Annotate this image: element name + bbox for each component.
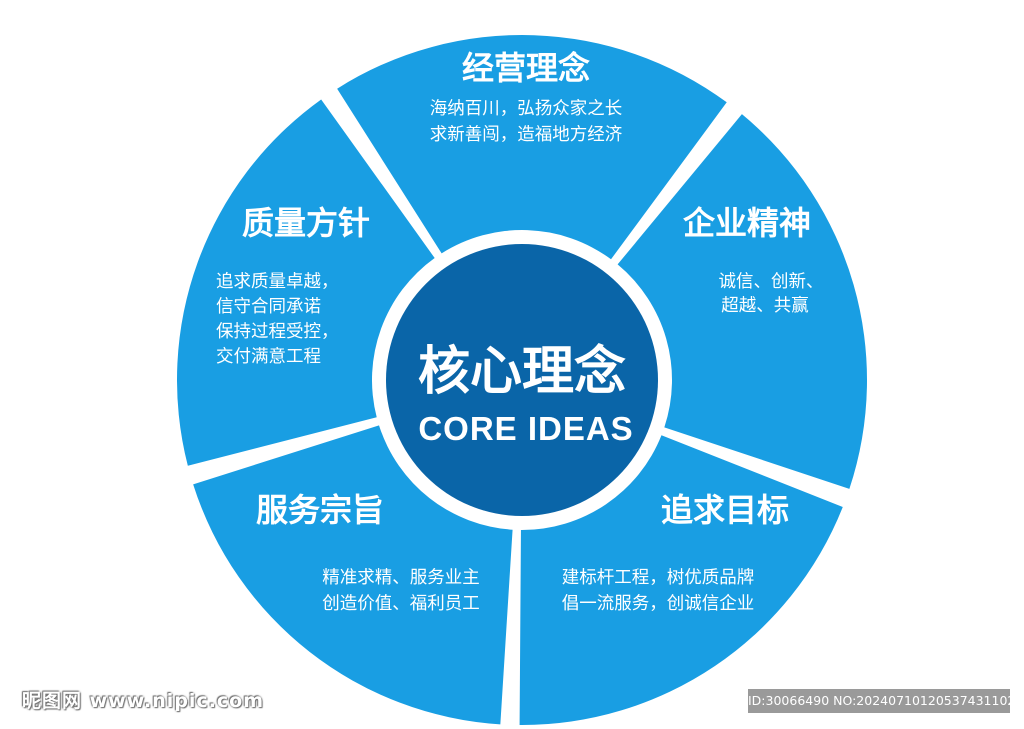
- segment-line: 建标杆工程，树优质品牌: [562, 568, 755, 588]
- segment-shape-business-philosophy: [337, 34, 727, 260]
- segment-title: 企业精神: [683, 204, 811, 242]
- segment-enterprise-spirit: 企业精神 诚信、创新、 超越、共赢: [683, 204, 824, 316]
- segment-quality-policy: 质量方针 追求质量卓越， 信守合同承诺 保持过程受控， 交付满意工程: [216, 204, 370, 367]
- segment-title: 经营理念: [462, 49, 590, 87]
- segment-line: 求新善闯，造福地方经济: [430, 125, 623, 145]
- site-watermark: 昵图网 www.nipic.com: [22, 690, 265, 712]
- segment-line: 创造价值、福利员工: [322, 594, 480, 614]
- segment-title: 服务宗旨: [256, 491, 384, 529]
- core-circle: [386, 244, 658, 516]
- segment-pursuit-goal: 追求目标 建标杆工程，树优质品牌 倡一流服务，创诚信企业: [562, 491, 789, 614]
- segment-shape-enterprise-spirit: [617, 114, 867, 489]
- segment-line: 海纳百川，弘扬众家之长: [430, 99, 623, 119]
- segment-line: 追求质量卓越，: [216, 272, 339, 292]
- segment-line: 信守合同承诺: [216, 297, 321, 317]
- core-title: 核心理念: [418, 342, 626, 402]
- segment-line: 保持过程受控，: [216, 322, 339, 342]
- segment-title: 追求目标: [661, 491, 789, 529]
- segment-business-philosophy: 经营理念 海纳百川，弘扬众家之长 求新善闯，造福地方经济: [430, 49, 623, 145]
- segment-line: 交付满意工程: [216, 347, 321, 367]
- segment-line: 诚信、创新、: [719, 272, 824, 292]
- segment-service-tenet: 服务宗旨 精准求精、服务业主 创造价值、福利员工: [256, 491, 480, 614]
- image-id-watermark: ID:30066490 NO:20240710120537431102: [748, 689, 1010, 713]
- segments-layer: [177, 34, 867, 725]
- segment-title: 质量方针: [242, 204, 370, 242]
- segment-line: 倡一流服务，创诚信企业: [562, 594, 755, 614]
- segment-line: 精准求精、服务业主: [322, 568, 480, 588]
- segment-shape-quality-policy: [177, 99, 435, 466]
- core-subtitle: CORE IDEAS: [418, 410, 633, 447]
- segment-shape-service-tenet: [193, 425, 513, 725]
- segment-shape-pursuit-goal: [519, 435, 843, 725]
- segment-line: 超越、共赢: [721, 295, 809, 316]
